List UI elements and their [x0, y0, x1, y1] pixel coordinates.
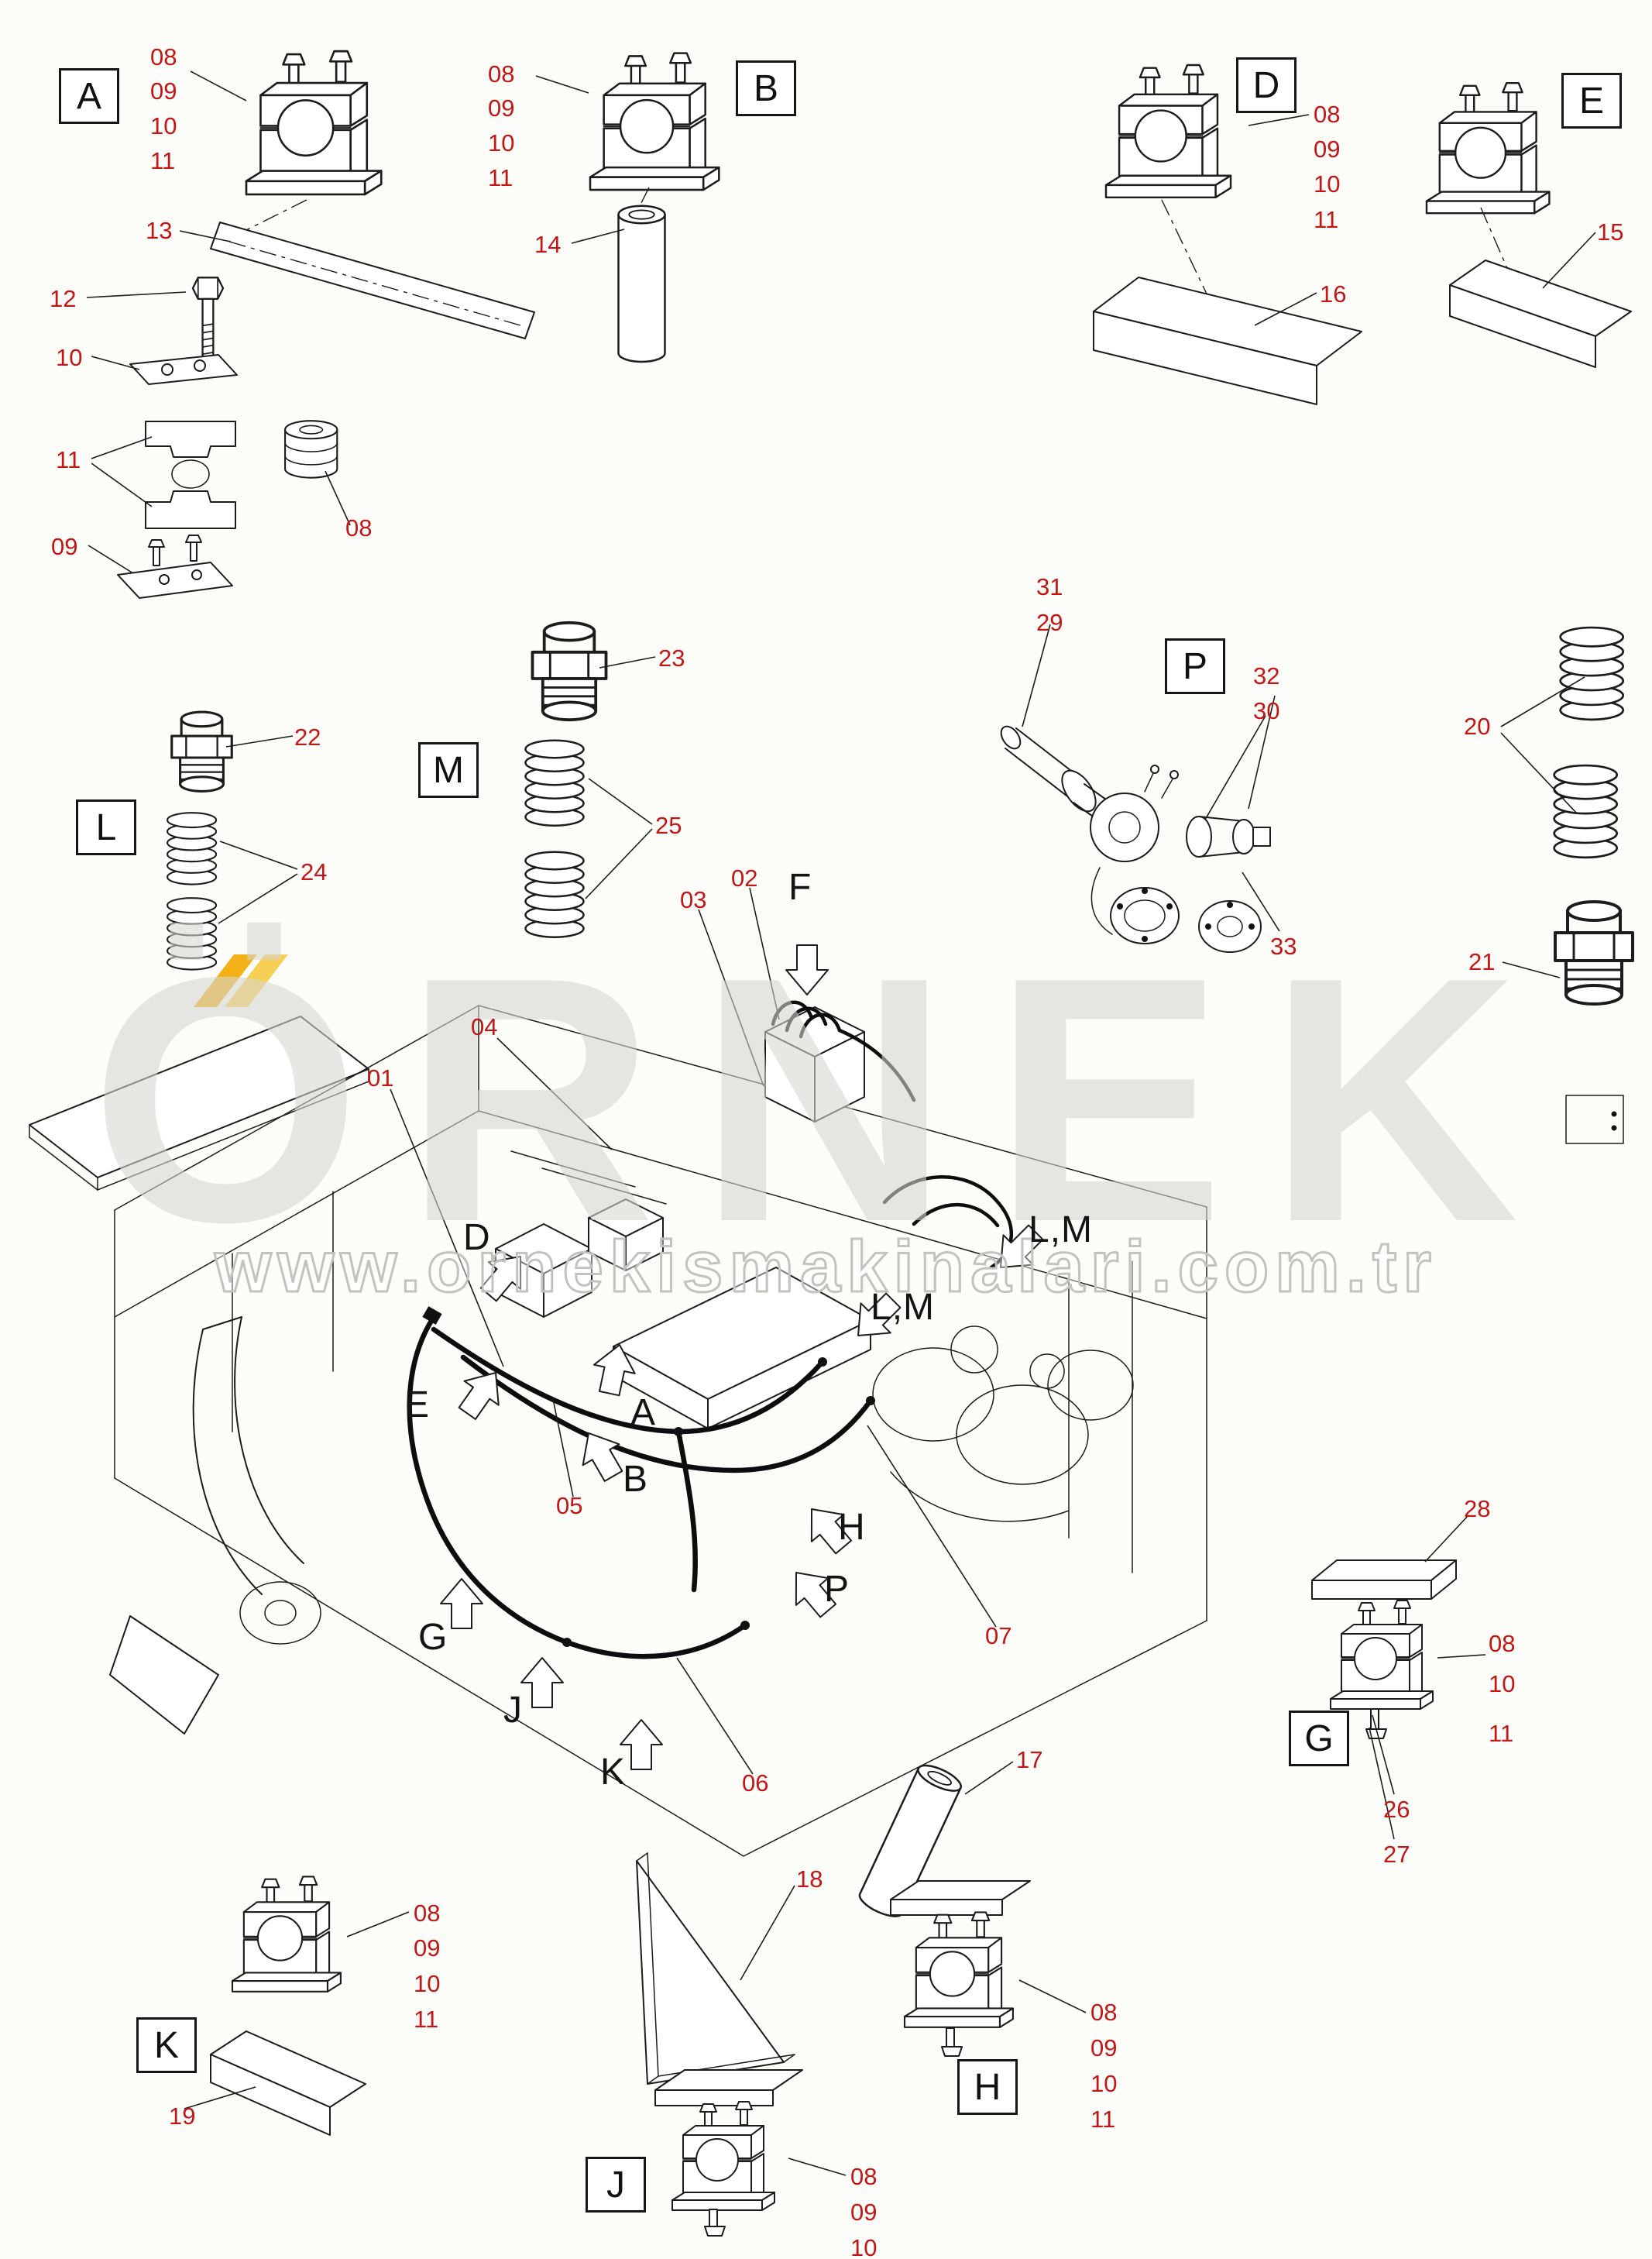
- machine-isometric-view: [29, 1000, 1207, 1857]
- part-number-label: 10: [1489, 1670, 1516, 1697]
- callout-letter: P: [824, 1569, 850, 1610]
- part-number-label: 24: [301, 858, 328, 885]
- part-number-label: 10: [488, 129, 515, 156]
- part-number-label: 11: [488, 164, 513, 191]
- part-number-label: 12: [50, 285, 77, 312]
- part-number-label: 08: [345, 514, 373, 542]
- part-number-label: 13: [146, 217, 173, 244]
- part-number-label: 19: [169, 2103, 196, 2130]
- part-number-label: 09: [488, 95, 515, 122]
- part-number-label: 21: [1468, 948, 1496, 975]
- part-number-label: 08: [1489, 1630, 1516, 1657]
- callout-letter: E: [404, 1384, 431, 1425]
- part-number-label: 09: [1314, 136, 1341, 163]
- part-number-label: 15: [1597, 218, 1624, 246]
- part-number-label: 29: [1036, 609, 1063, 636]
- part-number-label: 08: [414, 1900, 441, 1927]
- fitting-right-drawing: [1553, 626, 1634, 1144]
- callout-letter: L,M: [1029, 1209, 1094, 1250]
- part-number-label: 10: [850, 2234, 878, 2259]
- part-number-label: 18: [796, 1865, 823, 1893]
- leader-lines: [86, 70, 1596, 2176]
- logo-wedges: [194, 954, 288, 1007]
- part-number-label: 10: [56, 344, 83, 371]
- part-number-label: 08: [850, 2163, 878, 2190]
- part-number-label: 11: [1489, 1720, 1514, 1747]
- part-number-label: 10: [414, 1970, 441, 1997]
- part-number-label: 11: [150, 147, 176, 174]
- part-number-label: 28: [1464, 1495, 1491, 1522]
- part-number-label: 10: [150, 112, 177, 139]
- legend-box: G: [1289, 1711, 1349, 1766]
- pump-assembly-drawing: [1000, 725, 1271, 953]
- part-number-label: 11: [1314, 206, 1339, 233]
- part-number-label: 09: [1090, 2034, 1118, 2061]
- part-number-label: 27: [1383, 1841, 1410, 1868]
- clamp-assembly-a-drawing: [117, 50, 535, 599]
- part-number-label: 06: [742, 1769, 769, 1797]
- legend-box: B: [736, 60, 796, 116]
- clamp-assembly-h-drawing: [890, 1880, 1031, 2057]
- part-number-label: 05: [556, 1492, 583, 1519]
- part-number-label: 11: [56, 446, 81, 473]
- clamp-assembly-j-drawing: [654, 2069, 803, 2237]
- part-number-label: 09: [51, 533, 78, 560]
- legend-box: K: [136, 2017, 197, 2073]
- part-number-label: 02: [731, 865, 758, 892]
- callout-letter: A: [630, 1392, 657, 1433]
- tube-and-bracket-drawing: [636, 1759, 966, 2085]
- part-number-label: 16: [1320, 280, 1347, 308]
- part-number-label: 09: [414, 1934, 441, 1962]
- part-number-label: 03: [680, 886, 707, 913]
- callout-letter: B: [623, 1459, 649, 1500]
- part-number-label: 33: [1270, 933, 1297, 960]
- part-number-label: 17: [1016, 1746, 1043, 1773]
- legend-box: E: [1561, 73, 1622, 129]
- part-number-label: 30: [1253, 697, 1280, 724]
- clamp-assembly-b-drawing: [589, 52, 720, 363]
- legend-box: J: [586, 2157, 646, 2213]
- part-number-label: 23: [658, 645, 685, 672]
- part-number-label: 25: [655, 812, 682, 839]
- part-number-label: 01: [367, 1064, 394, 1092]
- part-number-label: 11: [1090, 2106, 1116, 2133]
- legend-box: H: [957, 2059, 1018, 2115]
- fitting-l-drawing: [167, 710, 233, 971]
- part-number-label: 14: [534, 231, 562, 258]
- callout-letter: H: [838, 1507, 866, 1548]
- legend-box: P: [1165, 638, 1225, 694]
- legend-box: L: [76, 799, 136, 855]
- callout-letter: D: [463, 1217, 491, 1258]
- part-number-label: 32: [1253, 662, 1280, 689]
- part-number-label: 09: [850, 2199, 878, 2226]
- callout-letter: J: [503, 1690, 523, 1731]
- callout-letter: K: [600, 1752, 627, 1793]
- part-number-label: 10: [1314, 170, 1341, 198]
- part-number-label: 08: [1090, 1999, 1118, 2026]
- callout-letter: G: [418, 1617, 448, 1658]
- clamp-assembly-g-drawing: [1311, 1559, 1457, 1739]
- legend-box: A: [59, 68, 119, 124]
- callout-letter: L,M: [871, 1287, 936, 1328]
- legend-box: D: [1236, 57, 1297, 113]
- part-number-label: 11: [414, 2006, 439, 2033]
- part-number-label: 26: [1383, 1796, 1410, 1823]
- part-number-label: 10: [1090, 2070, 1118, 2097]
- part-number-label: 08: [1314, 101, 1341, 128]
- part-number-label: 22: [294, 724, 321, 751]
- part-number-label: 09: [150, 77, 177, 105]
- part-number-label: 04: [471, 1013, 498, 1040]
- clamp-assembly-d-e-drawing: [1093, 64, 1632, 405]
- part-number-label: 08: [488, 60, 515, 88]
- part-number-label: 20: [1464, 713, 1491, 740]
- clamp-assembly-k-drawing: [210, 1876, 366, 2136]
- part-number-label: 07: [985, 1622, 1012, 1649]
- part-number-label: 08: [150, 43, 177, 70]
- part-number-label: 31: [1036, 573, 1063, 600]
- callout-letter: F: [788, 867, 812, 908]
- legend-box: M: [418, 742, 479, 798]
